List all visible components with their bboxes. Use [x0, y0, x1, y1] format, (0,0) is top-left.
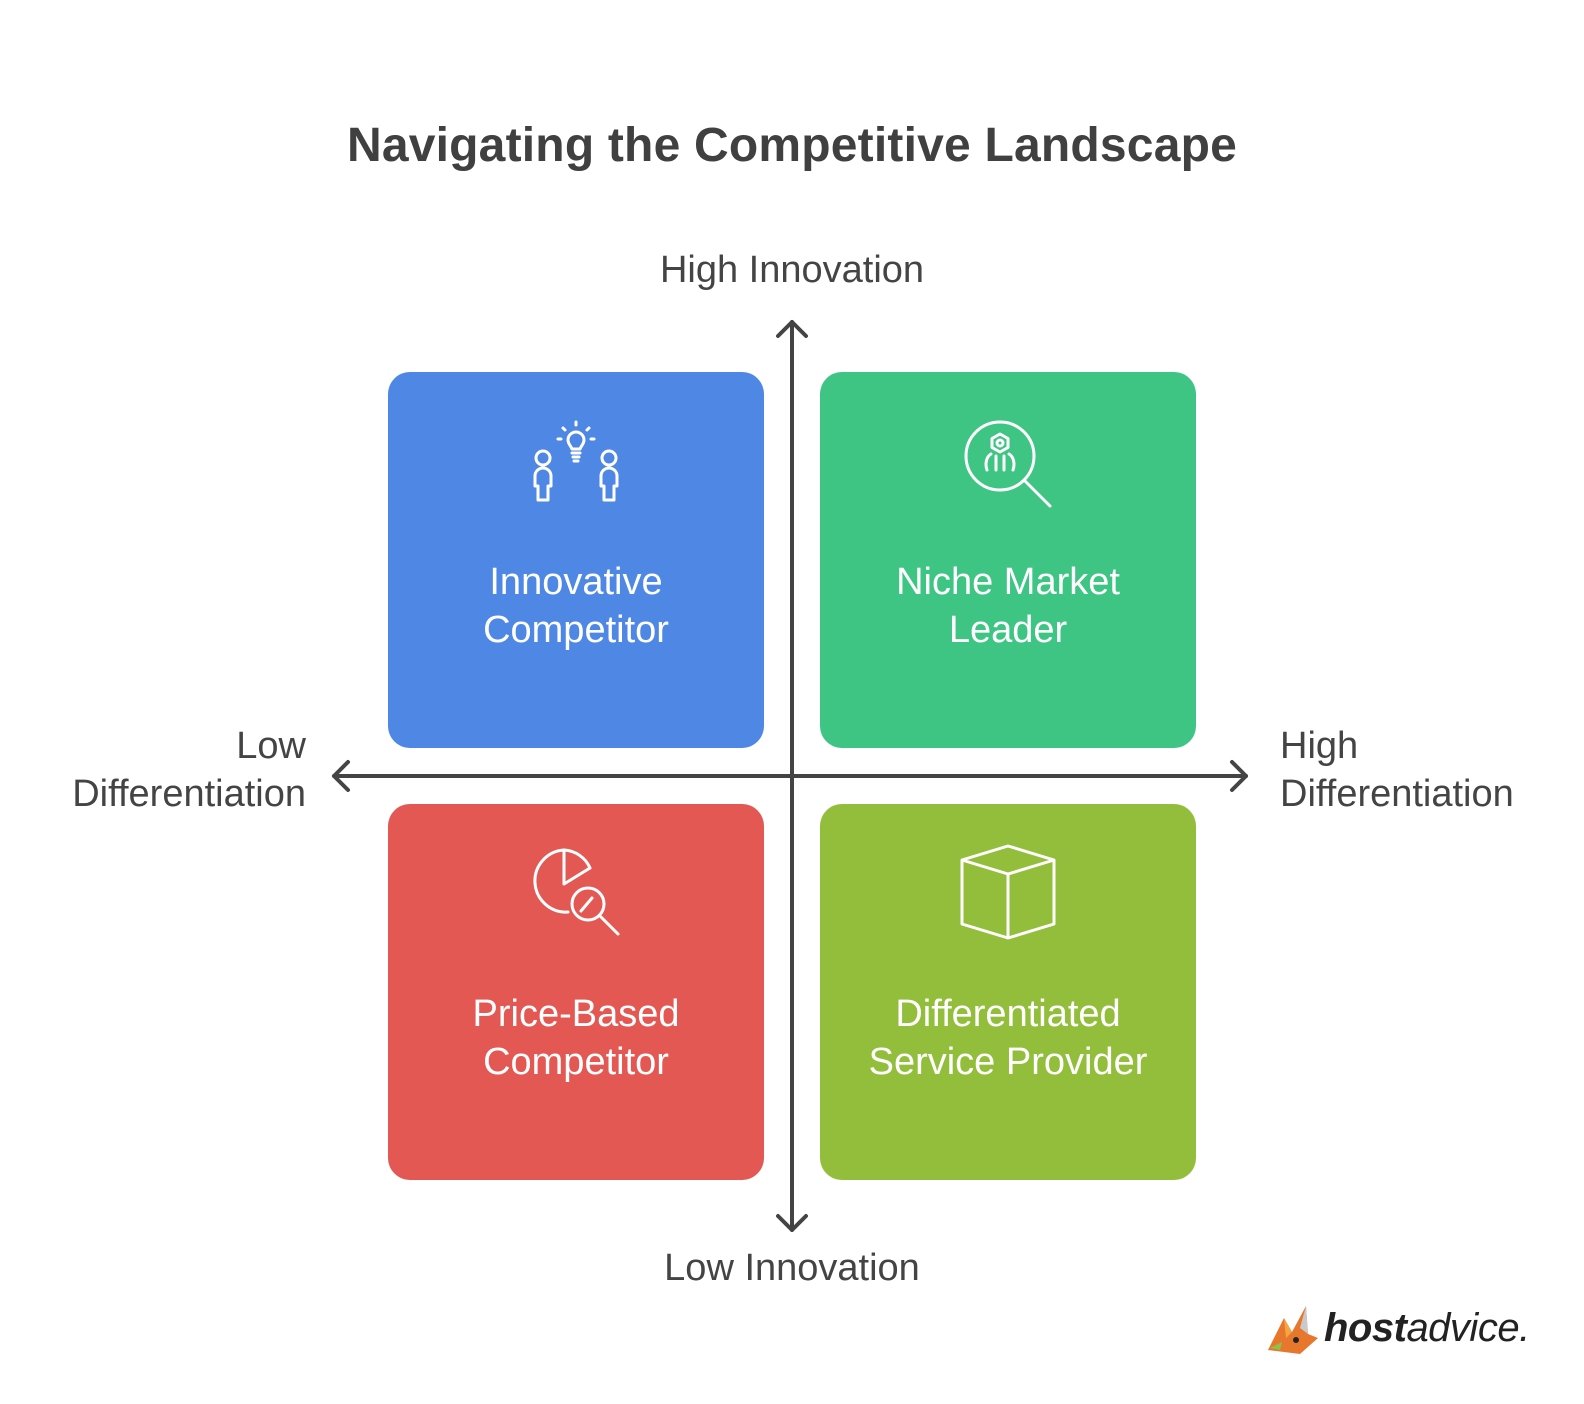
quadrant-label: Niche Market Leader — [840, 558, 1176, 654]
axis-label-top: High Innovation — [659, 249, 925, 291]
brand-logo: hostadvice. — [1262, 1298, 1530, 1362]
quadrant-niche-market-leader: Niche Market Leader — [820, 372, 1196, 748]
brand-wordmark-bold: host — [1324, 1306, 1407, 1350]
axis-label-right-line-2: Differentiation — [1280, 773, 1514, 815]
fox-mascot-icon — [1268, 1306, 1318, 1354]
chart-analysis-icon — [533, 848, 620, 936]
axis-label-left: Low Differentiation — [72, 722, 306, 818]
search-target-icon — [964, 420, 1052, 508]
box-icon — [960, 844, 1056, 940]
arrow-left-icon — [332, 760, 350, 792]
brand-wordmark-regular: advice. — [1406, 1306, 1530, 1350]
axis-label-bottom: Low Innovation — [664, 1247, 920, 1289]
quadrant-label-line-1: Innovative — [489, 561, 663, 603]
axis-label-right: High Differentiation — [1280, 722, 1514, 818]
quadrant-label-line-1: Niche Market — [896, 561, 1120, 603]
axis-label-left-line-1: Low — [236, 725, 306, 767]
quadrant-label: Innovative Competitor — [408, 558, 744, 654]
quadrant-label-line-2: Competitor — [483, 1041, 669, 1083]
brand-wordmark: hostadvice. — [1324, 1306, 1530, 1351]
people-idea-icon — [533, 420, 619, 502]
quadrant-label-line-1: Differentiated — [895, 993, 1121, 1035]
quadrant-label-line-1: Price-Based — [472, 993, 680, 1035]
axis-label-right-line-1: High — [1280, 725, 1359, 767]
arrow-right-icon — [1230, 760, 1248, 792]
axis-label-left-line-2: Differentiation — [72, 773, 306, 815]
quadrant-differentiated-service-provider: Differentiated Service Provider — [820, 804, 1196, 1180]
diagram-title: Navigating the Competitive Landscape — [346, 119, 1238, 172]
quadrant-label: Price-Based Competitor — [408, 990, 744, 1086]
quadrant-label: Differentiated Service Provider — [840, 990, 1176, 1086]
arrow-down-icon — [776, 1214, 808, 1232]
quadrant-innovative-competitor: Innovative Competitor — [388, 372, 764, 748]
quadrant-label-line-2: Leader — [948, 609, 1068, 651]
quadrant-label-line-2: Competitor — [483, 609, 669, 651]
arrow-up-icon — [776, 320, 808, 338]
quadrant-label-line-2: Service Provider — [868, 1041, 1148, 1083]
quadrant-price-based-competitor: Price-Based Competitor — [388, 804, 764, 1180]
